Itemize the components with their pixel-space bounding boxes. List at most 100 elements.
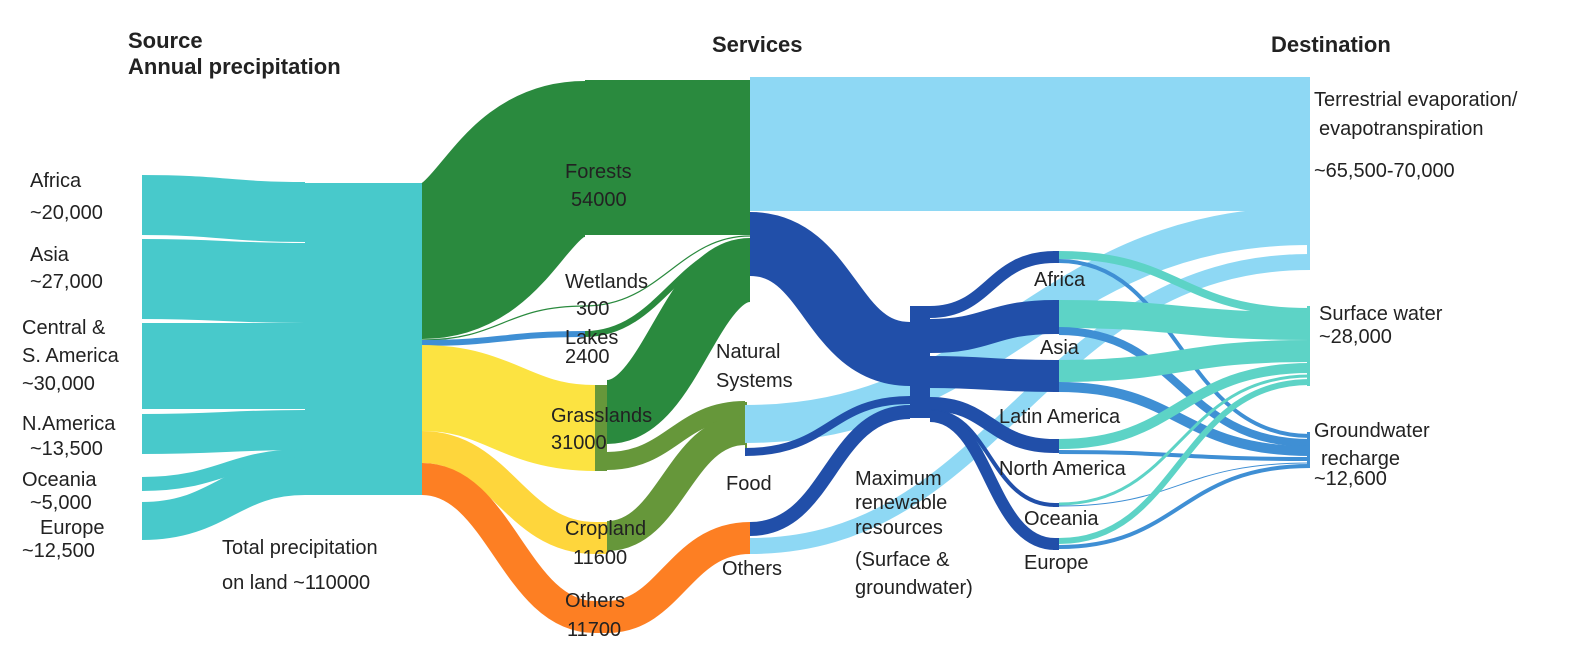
region-oceania-node bbox=[1053, 503, 1059, 507]
flow-europe-to-surface bbox=[1058, 379, 1311, 544]
flow-others-to-mrr bbox=[749, 405, 911, 536]
flow-oceania-to-surface bbox=[1058, 374, 1311, 506]
region-north-node bbox=[1053, 439, 1059, 453]
source-asia-name: Asia bbox=[30, 244, 69, 266]
flow-oceania-to-total bbox=[141, 449, 306, 491]
flow-total-to-forests bbox=[416, 81, 591, 339]
flow-europe-to-ground bbox=[1058, 464, 1311, 549]
source-namerica-value: ~13,500 bbox=[30, 438, 103, 460]
others-service-label: Others bbox=[722, 558, 783, 580]
others-land-node bbox=[595, 601, 607, 633]
grasslands-node bbox=[595, 385, 607, 471]
flow-asia-to-surface bbox=[1058, 300, 1311, 340]
flow-latin-to-ground bbox=[1058, 382, 1311, 456]
region-africa-label: Africa bbox=[1034, 269, 1086, 291]
flow-others-to-evap bbox=[749, 254, 1311, 554]
flow-asia-to-ground bbox=[1058, 327, 1311, 447]
flow-africa-to-total bbox=[141, 175, 306, 242]
others-land-name: Others bbox=[565, 590, 626, 612]
evap-node-lower bbox=[1307, 207, 1310, 270]
forests-node bbox=[585, 80, 750, 235]
source-csamerica-name: Central & bbox=[22, 317, 106, 339]
flow-mrr-to-north bbox=[929, 397, 1056, 453]
destination-header: Destination bbox=[1271, 32, 1391, 57]
wetlands-value: 300 bbox=[576, 298, 610, 320]
evap-node-top bbox=[1307, 77, 1310, 211]
source-subheader: Annual precipitation bbox=[128, 54, 341, 79]
others-land-value: 11700 bbox=[567, 619, 622, 641]
flow-total-to-wetlands bbox=[421, 305, 586, 341]
wetlands-name: Wetlands bbox=[565, 271, 649, 293]
flow-africa-to-surface bbox=[1058, 251, 1311, 316]
source-asia-value: ~27,000 bbox=[30, 271, 103, 293]
evap-value: ~65,500-70,000 bbox=[1314, 160, 1455, 182]
region-africa-node bbox=[1053, 251, 1059, 263]
total-precip-line1: Total precipitation bbox=[222, 537, 378, 559]
region-latin-label: Latin America bbox=[999, 406, 1121, 428]
source-csamerica-name2: S. America bbox=[22, 345, 119, 367]
source-europe-value: ~12,500 bbox=[22, 540, 95, 562]
forests-value: 54000 bbox=[571, 189, 627, 211]
flow-mrr-to-asia bbox=[929, 300, 1056, 353]
source-africa-value: ~20,000 bbox=[30, 202, 103, 224]
region-europe-node bbox=[1053, 538, 1059, 550]
flow-total-to-cropland bbox=[421, 431, 596, 554]
flow-north-to-surface bbox=[1058, 363, 1311, 449]
flow-latin-to-surface bbox=[1058, 340, 1311, 382]
region-asia-node bbox=[1053, 300, 1059, 334]
flow-others-to-others bbox=[605, 522, 752, 633]
source-namerica-name: N.America bbox=[22, 413, 116, 435]
destination-flows bbox=[1058, 251, 1311, 549]
flow-north-to-ground bbox=[1058, 450, 1311, 461]
region-oceania-label: Oceania bbox=[1024, 508, 1099, 530]
region-latin-node bbox=[1053, 360, 1059, 392]
evap-line2: evapotranspiration bbox=[1319, 118, 1484, 140]
groundwater-value: ~12,600 bbox=[1314, 468, 1387, 490]
mrr-line1: Maximum bbox=[855, 468, 942, 490]
groundwater-line2: recharge bbox=[1321, 448, 1400, 470]
cropland-node bbox=[595, 522, 607, 554]
mrr-line2: renewable bbox=[855, 492, 948, 514]
flow-grasslands-to-natural bbox=[602, 238, 755, 444]
flow-total-to-lakes bbox=[421, 331, 586, 346]
source-oceania-name: Oceania bbox=[22, 469, 97, 491]
natural-systems-line1: Natural bbox=[716, 341, 781, 363]
mrr-inflows bbox=[744, 212, 913, 536]
cropland-value: 11600 bbox=[573, 547, 628, 569]
flow-total-to-others bbox=[420, 463, 597, 633]
flow-forests-to-mrr bbox=[747, 212, 913, 386]
flow-cropland-to-food bbox=[605, 415, 747, 551]
total-precip-line2: on land ~110000 bbox=[222, 572, 371, 594]
flow-mrr-to-latin bbox=[929, 356, 1056, 392]
mrr-line3: resources bbox=[855, 517, 943, 539]
flow-mrr-to-africa bbox=[929, 251, 1056, 318]
grasslands-name: Grasslands bbox=[551, 405, 653, 427]
flow-oceania-to-ground bbox=[1058, 462, 1311, 507]
surface-water-name: Surface water bbox=[1319, 303, 1443, 325]
land-flows bbox=[416, 81, 597, 633]
source-europe-name: Europe bbox=[40, 517, 105, 539]
flow-europe-to-total bbox=[141, 457, 306, 540]
surface-water-node bbox=[1307, 306, 1310, 386]
source-flows bbox=[141, 175, 306, 540]
groundwater-node bbox=[1307, 432, 1310, 468]
forests-name: Forests bbox=[565, 161, 632, 183]
flow-africa-to-ground bbox=[1058, 259, 1311, 438]
service-flows bbox=[584, 235, 755, 633]
source-csamerica-value: ~30,000 bbox=[22, 373, 95, 395]
surface-water-value: ~28,000 bbox=[1319, 326, 1392, 348]
lakes-value: 2400 bbox=[565, 346, 610, 368]
groundwater-line1: Groundwater bbox=[1314, 420, 1430, 442]
lakes-name: Lakes bbox=[565, 327, 619, 349]
region-europe-label: Europe bbox=[1024, 552, 1089, 574]
natural-systems-line2: Systems bbox=[716, 370, 793, 392]
flow-food-to-mrr bbox=[744, 396, 911, 456]
evap-line1: Terrestrial evaporation/ bbox=[1314, 89, 1518, 111]
source-oceania-value: ~5,000 bbox=[30, 492, 92, 514]
flow-mrr-to-europe bbox=[929, 410, 1056, 550]
mrr-node bbox=[910, 306, 930, 418]
grasslands-value: 31000 bbox=[551, 432, 607, 454]
region-asia-label: Asia bbox=[1040, 337, 1079, 359]
flow-wetlands-to-natural bbox=[584, 235, 751, 307]
